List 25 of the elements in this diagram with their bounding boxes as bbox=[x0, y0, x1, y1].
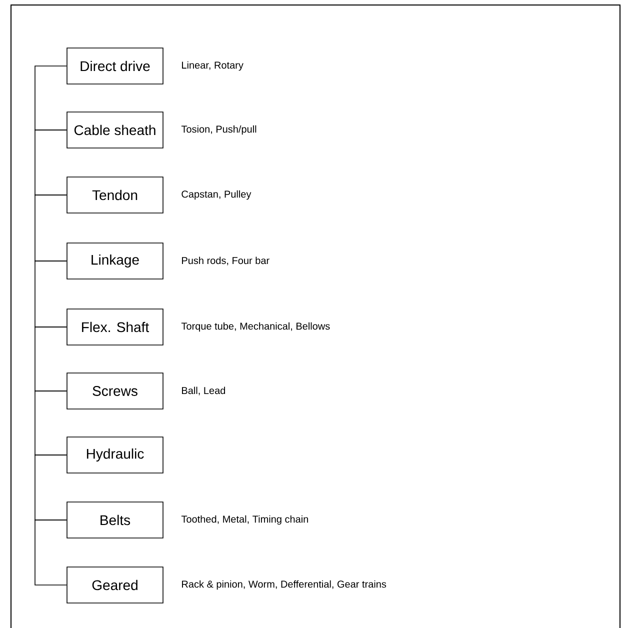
category-box: Hydraulic bbox=[66, 436, 164, 474]
tree-connector bbox=[34, 130, 67, 196]
category-box: Direct drive bbox=[66, 48, 164, 84]
example-text: Tosion, Push/pull bbox=[181, 125, 256, 135]
category-box: Geared bbox=[66, 566, 164, 604]
example-text: Rack & pinion, Worm, Defferential, Gear trains bbox=[182, 580, 386, 590]
tree-connector bbox=[34, 326, 67, 392]
example-text: Capstan, Pulley bbox=[182, 190, 252, 200]
category-box: Linkage bbox=[66, 242, 164, 280]
tree-connector bbox=[34, 194, 67, 262]
example-text: Ball, Lead bbox=[182, 386, 226, 396]
tree-connector bbox=[34, 66, 67, 130]
tree-connector bbox=[34, 390, 67, 456]
category-box: Belts bbox=[66, 502, 164, 538]
example-text: Linear, Rotary bbox=[182, 61, 244, 71]
category-box: Cable sheath bbox=[66, 112, 164, 148]
category-box: Tendon bbox=[66, 176, 164, 214]
tree-connector bbox=[34, 454, 67, 520]
example-text: Push rods, Four bar bbox=[182, 256, 270, 266]
example-text: Torque tube, Mechanical, Bellows bbox=[181, 322, 330, 332]
tree-connector bbox=[34, 520, 67, 586]
example-text: Toothed, Metal, Timing chain bbox=[181, 515, 308, 525]
category-box: Flex. Shaft bbox=[66, 308, 164, 346]
tree-connector bbox=[34, 260, 67, 328]
category-box: Screws bbox=[66, 372, 164, 410]
